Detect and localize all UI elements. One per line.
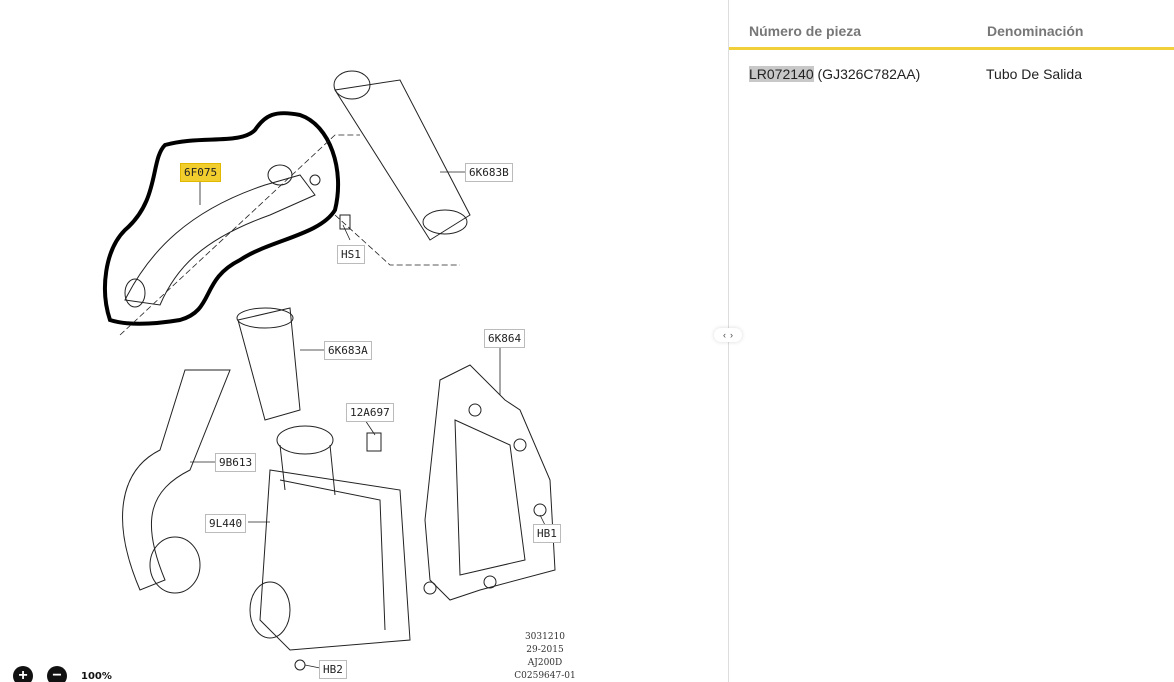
callout-HB2[interactable]: HB2: [319, 660, 347, 679]
panel-resize-handle[interactable]: ‹ ›: [714, 328, 742, 342]
callout-6F075[interactable]: 6F075: [180, 163, 222, 182]
callout-HS1[interactable]: HS1: [337, 245, 365, 264]
exploded-view-drawing: [103, 70, 556, 671]
zoom-out-button[interactable]: −: [47, 666, 67, 682]
part-number: LR072140: [749, 66, 814, 82]
callout-6K683A[interactable]: 6K683A: [324, 341, 372, 360]
callout-6K864[interactable]: 6K864: [484, 329, 526, 348]
part-name-cell: Tubo De Salida: [986, 66, 1082, 82]
parts-table: Número de pieza Denominación LR072140 (G…: [729, 0, 1174, 682]
zoom-controls: + − 100%: [13, 666, 112, 682]
column-header-name: Denominación: [987, 23, 1084, 39]
stamp-line: AJ200D: [527, 658, 563, 668]
table-header: Número de pieza Denominación: [729, 0, 1174, 50]
callout-HB1[interactable]: HB1: [533, 524, 561, 543]
zoom-reset-button[interactable]: 100%: [81, 670, 112, 682]
part-number-cell: LR072140 (GJ326C782AA): [749, 66, 920, 82]
stamp-line: 3031210: [524, 632, 566, 642]
parts-diagram[interactable]: 6F075 6K683B HS1 6K683A 6K864 12A697 9B6…: [0, 0, 728, 682]
alt-part-number: (GJ326C782AA): [817, 66, 921, 82]
stamp-line: C0259647-01: [514, 671, 576, 681]
table-row[interactable]: LR072140 (GJ326C782AA) Tubo De Salida: [729, 60, 1174, 90]
stamp-line: 29-2015: [526, 645, 564, 655]
zoom-in-button[interactable]: +: [13, 666, 33, 682]
drawing-stamp: 3031210 29-2015 AJ200D C0259647-01: [510, 631, 580, 682]
callout-9B613[interactable]: 9B613: [215, 453, 257, 472]
chevron-right-icon: ›: [730, 330, 733, 340]
callout-12A697[interactable]: 12A697: [346, 403, 394, 422]
callout-9L440[interactable]: 9L440: [205, 514, 247, 533]
callout-6K683B[interactable]: 6K683B: [465, 163, 513, 182]
chevron-left-icon: ‹: [723, 330, 726, 340]
column-header-part-number: Número de pieza: [749, 23, 862, 39]
